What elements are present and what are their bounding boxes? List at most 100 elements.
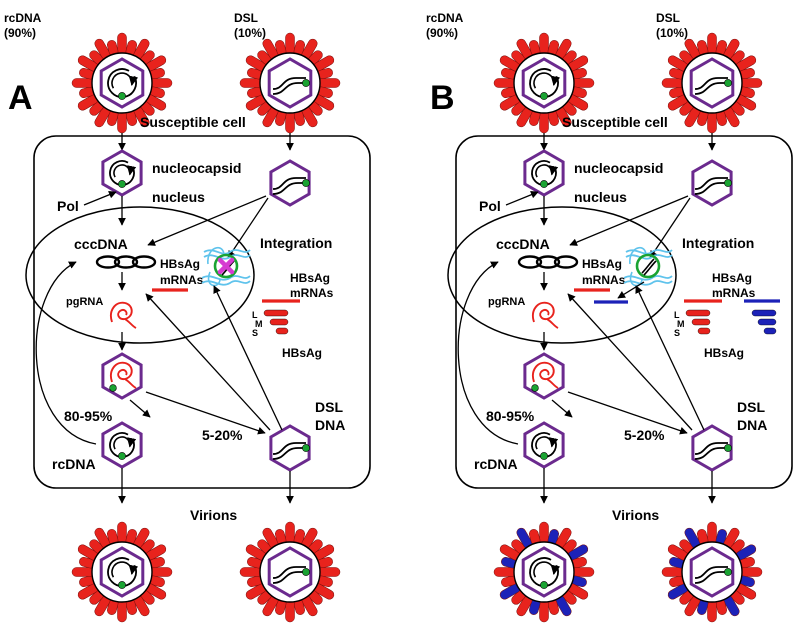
pgrna-label: pgRNA xyxy=(488,296,525,308)
top-rcdna-label: rcDNA xyxy=(4,11,42,25)
double-stranded-linear-dna-icon xyxy=(694,177,732,195)
maturation-arrow-dsl xyxy=(567,391,688,435)
capsid-hexagon xyxy=(691,424,733,472)
dsl-strand-bottom xyxy=(272,571,306,584)
virion-capsid xyxy=(267,57,313,109)
inactivation-x-icon xyxy=(217,257,235,275)
percent-rcdna-label: 80-95% xyxy=(64,408,113,424)
nucleus-membrane xyxy=(447,206,677,344)
ccc-loop xyxy=(517,255,543,269)
covalently-closed-circular-dna-icon xyxy=(95,255,157,269)
spike-red xyxy=(117,32,127,56)
maturation-arrow-rcdna xyxy=(129,399,151,418)
spike-red xyxy=(285,521,295,545)
top-virion-dsl xyxy=(661,32,763,134)
polymerase-dot-icon xyxy=(724,79,732,87)
hbsag-s-bar xyxy=(275,327,289,335)
spike-red xyxy=(317,78,341,88)
relaxed-circular-dna-icon xyxy=(531,160,559,188)
cell-label: Susceptible cell xyxy=(140,114,246,130)
polymerase-dot-icon xyxy=(118,92,126,100)
ccc-loop xyxy=(95,255,121,269)
dsl-strand-top xyxy=(272,442,306,455)
spike-red xyxy=(739,78,763,88)
dsl-strand-top xyxy=(694,177,728,190)
dna-outer-strand xyxy=(529,68,559,98)
integrated-viral-dna xyxy=(643,260,657,276)
mature-nucleocapsid-rcdna xyxy=(523,421,565,469)
dsl-strand-bottom xyxy=(694,182,728,195)
nucleocapsid-label: nucleocapsid xyxy=(574,160,663,176)
virion-capsid xyxy=(99,57,145,109)
virion-capsid xyxy=(521,57,567,109)
spike-red xyxy=(285,32,295,56)
virion-capsid xyxy=(689,57,735,109)
top-rcdna-percent: (90%) xyxy=(426,26,458,40)
pol-label: Pol xyxy=(57,198,79,214)
relaxed-circular-dna-icon xyxy=(109,432,137,460)
hbsag-l-bar xyxy=(751,309,777,317)
top-virion-rcdna xyxy=(493,32,595,134)
pregenomic-rna-icon xyxy=(532,361,559,389)
lms-m-label: M xyxy=(677,319,685,329)
dna-outer-strand xyxy=(531,432,557,458)
dna-inner-strand xyxy=(535,436,559,450)
hbsag-proteins-blue xyxy=(751,309,777,335)
progeny-virion-dsl xyxy=(661,521,763,623)
capsid-hexagon xyxy=(269,159,311,207)
percent-dsl-label: 5-20% xyxy=(624,427,665,443)
spike-red xyxy=(117,110,127,134)
polymerase-dot-icon xyxy=(540,92,548,100)
hbsag-mrnas-label-2: mRNAs xyxy=(290,286,334,300)
integrated-dna-icon xyxy=(201,246,251,287)
mature-nucleocapsid-dsl xyxy=(691,424,733,472)
dsl-to-cccdna-arrow xyxy=(569,195,689,246)
pgrna-label: pgRNA xyxy=(66,296,103,308)
spike-red xyxy=(661,78,685,88)
hbsag-proteins-red xyxy=(685,309,711,335)
polymerase-dot-icon xyxy=(109,384,117,392)
hbsag-mrnas-label-1: HBsAg xyxy=(290,271,330,285)
incoming-nucleocapsid-rcdna xyxy=(101,149,143,197)
relaxed-circular-dna-icon xyxy=(107,68,139,100)
dsl-strand-bottom xyxy=(694,571,728,584)
cell-label: Susceptible cell xyxy=(562,114,668,130)
dsl-integration-arrow xyxy=(227,197,269,259)
spike-red xyxy=(539,32,549,56)
dna-outer-strand xyxy=(109,160,135,186)
spike-red xyxy=(117,599,127,623)
maturation-arrow-dsl xyxy=(145,391,266,435)
polymerase-dot-icon xyxy=(724,179,732,187)
relaxed-circular-dna-icon xyxy=(529,68,561,100)
hbsag-protein-label: HBsAg xyxy=(704,346,744,360)
integration-label: Integration xyxy=(260,235,332,251)
spike-red xyxy=(661,567,685,577)
pregenomic-rna-icon xyxy=(532,361,559,389)
spike-red xyxy=(539,521,549,545)
rcdna-label: rcDNA xyxy=(474,456,518,472)
host-dna-strand xyxy=(201,280,251,286)
pgrna-loop xyxy=(110,301,133,323)
dsl-strand-top xyxy=(272,177,306,190)
dna-inner-strand xyxy=(533,72,561,89)
ccc-loop xyxy=(113,255,139,269)
dsl-strand-top xyxy=(694,566,728,579)
cccdna-mrnas-label: mRNAs xyxy=(160,273,204,287)
top-dsl-percent: (10%) xyxy=(656,26,688,40)
spike-red xyxy=(317,567,341,577)
spike-red xyxy=(571,78,595,88)
lms-l-label: L xyxy=(674,310,680,320)
hbsag-l-bar xyxy=(263,309,289,317)
pgrna-tail xyxy=(546,318,559,329)
nucleus-label: nucleus xyxy=(152,189,205,205)
spike-red xyxy=(493,567,517,577)
polymerase-dot-icon xyxy=(724,568,732,576)
spike-red xyxy=(117,521,127,545)
spike-red xyxy=(739,567,763,577)
spike-red xyxy=(539,599,549,623)
top-rcdna-percent: (90%) xyxy=(4,26,36,40)
percent-dsl-label: 5-20% xyxy=(202,427,243,443)
dsl-strand-top xyxy=(694,77,728,90)
lms-m-label: M xyxy=(255,319,263,329)
hbsag-protein-label: HBsAg xyxy=(282,346,322,360)
